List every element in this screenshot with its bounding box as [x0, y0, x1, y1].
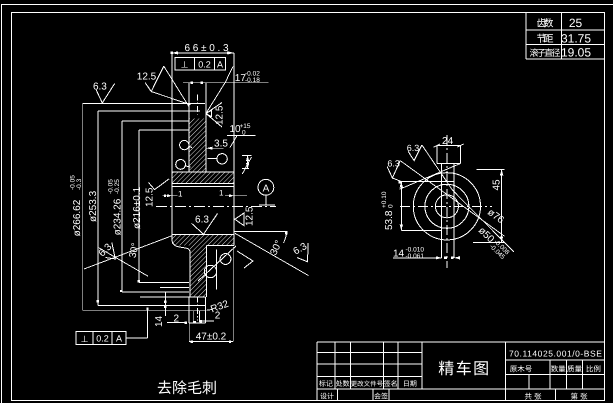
svg-text:-0.010: -0.010	[406, 247, 425, 254]
svg-text:日期: 日期	[403, 380, 417, 388]
svg-text:+0.10: +0.10	[381, 191, 388, 208]
svg-text:比例: 比例	[586, 365, 601, 374]
svg-text:ø266.62: ø266.62	[72, 199, 83, 236]
svg-text:精车图: 精车图	[438, 360, 489, 378]
svg-text:数量: 数量	[551, 365, 566, 374]
svg-text:ø216±0.1: ø216±0.1	[132, 186, 143, 229]
svg-text:会签: 会签	[374, 393, 388, 401]
svg-text:去除毛刺: 去除毛刺	[157, 380, 217, 397]
svg-text:-0.061: -0.061	[406, 253, 425, 260]
svg-text:14: 14	[154, 315, 165, 327]
svg-text:节距: 节距	[537, 33, 554, 45]
svg-text:-0.3: -0.3	[76, 178, 83, 190]
svg-text:A: A	[116, 334, 122, 344]
svg-text:ø234.26: ø234.26	[113, 198, 124, 235]
svg-text:共 张: 共 张	[524, 392, 542, 401]
svg-text:-0.25: -0.25	[114, 179, 121, 194]
svg-text:处数: 处数	[336, 380, 350, 388]
svg-text:0.2: 0.2	[198, 59, 211, 69]
svg-text:45: 45	[492, 179, 503, 191]
svg-text:6.3: 6.3	[407, 143, 420, 153]
svg-text:3.5: 3.5	[214, 139, 228, 150]
svg-text:19.05: 19.05	[561, 45, 591, 59]
svg-text:6.3: 6.3	[93, 81, 107, 92]
svg-text:滚子直径: 滚子直径	[530, 48, 561, 58]
svg-text:签名: 签名	[384, 380, 398, 388]
svg-text:1: 1	[219, 189, 224, 198]
svg-text:14: 14	[393, 249, 405, 260]
svg-text:17: 17	[235, 73, 247, 84]
svg-text:A: A	[217, 59, 223, 69]
svg-text:0: 0	[388, 204, 395, 208]
svg-text:-0.18: -0.18	[245, 77, 260, 84]
svg-text:2: 2	[215, 310, 221, 321]
svg-text:47±0.2: 47±0.2	[196, 331, 227, 342]
svg-text:2: 2	[174, 314, 180, 325]
svg-text:24: 24	[442, 136, 454, 147]
svg-text:原木号: 原木号	[510, 365, 533, 374]
svg-text:0.2: 0.2	[96, 334, 109, 344]
svg-text:设计: 设计	[320, 393, 334, 401]
svg-text:10: 10	[230, 124, 242, 135]
svg-text:53.8: 53.8	[384, 210, 395, 230]
svg-text:31.75: 31.75	[561, 31, 591, 45]
svg-text:A: A	[263, 183, 270, 194]
svg-text:30°: 30°	[128, 242, 142, 259]
svg-text:6.3: 6.3	[387, 159, 400, 169]
svg-text:质量: 质量	[567, 365, 582, 374]
svg-text:12.5: 12.5	[215, 105, 226, 125]
svg-text:⊥: ⊥	[181, 60, 189, 70]
svg-text:标记: 标记	[319, 380, 333, 388]
svg-text:1: 1	[178, 190, 183, 199]
svg-text:70.114025.001/0-BSE: 70.114025.001/0-BSE	[509, 349, 602, 359]
svg-text:+15: +15	[240, 123, 251, 130]
svg-text:齿数: 齿数	[537, 18, 554, 30]
svg-text:更改文件号: 更改文件号	[351, 380, 384, 388]
svg-text:第 张: 第 张	[570, 392, 588, 401]
svg-text:-0.02: -0.02	[245, 70, 260, 77]
svg-text:12.5: 12.5	[145, 187, 156, 207]
svg-text:⊥: ⊥	[81, 334, 89, 344]
svg-text:12.5: 12.5	[245, 206, 256, 226]
svg-text:12.5: 12.5	[137, 72, 157, 83]
svg-text:-0.05: -0.05	[70, 175, 77, 190]
svg-text:0: 0	[242, 130, 246, 137]
svg-text:6.3: 6.3	[195, 215, 209, 226]
svg-text:ø253.3: ø253.3	[88, 190, 99, 222]
svg-text:25: 25	[569, 16, 583, 30]
svg-text:-0.05: -0.05	[108, 179, 115, 194]
